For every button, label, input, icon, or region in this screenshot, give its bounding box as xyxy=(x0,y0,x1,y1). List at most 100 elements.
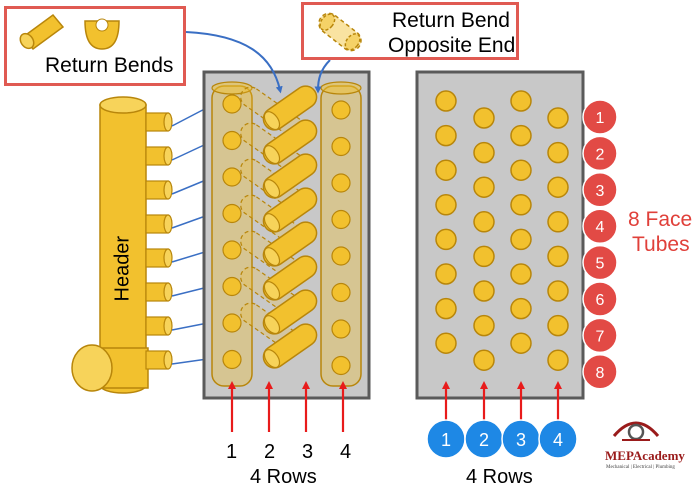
row-badge-number: 4 xyxy=(553,430,563,450)
face-tube-dot xyxy=(473,349,495,371)
front-return-bend xyxy=(262,289,318,335)
face-tube-dot xyxy=(473,280,495,302)
row-badge xyxy=(538,419,578,459)
face-tube-number: 6 xyxy=(596,292,605,309)
face-tube-dot xyxy=(510,124,532,147)
tube-end-row1 xyxy=(222,276,242,297)
row-arrows xyxy=(228,381,562,432)
tube-end-row4 xyxy=(331,355,351,376)
header-stub-end xyxy=(163,248,173,268)
right-tube-grid xyxy=(435,90,569,371)
front-bend-end xyxy=(263,315,281,335)
face-tube-dot xyxy=(435,90,457,112)
return-bend-opposite-line1: Return Bend xyxy=(392,9,510,32)
return-bend-u-icon xyxy=(84,18,120,50)
tube-end-row4 xyxy=(331,173,351,193)
front-bend-end xyxy=(263,349,281,369)
header-stub-end xyxy=(163,146,173,166)
face-tube-dot xyxy=(547,245,569,268)
face-tube-dot xyxy=(510,297,532,320)
header-stub-end xyxy=(163,282,173,302)
tube-end-row4 xyxy=(331,246,351,266)
face-tube-dot xyxy=(547,314,569,337)
face-tube-number: 3 xyxy=(596,183,605,200)
face-tube-badge xyxy=(582,135,618,172)
tube-end-row1 xyxy=(222,349,242,370)
face-tube-dot xyxy=(473,245,495,268)
face-tube-dot xyxy=(510,332,532,354)
tube-end-row1 xyxy=(222,313,242,333)
tube-end-row4 xyxy=(331,319,351,339)
face-tube-dot xyxy=(473,176,495,198)
face-tube-number: 2 xyxy=(596,146,605,163)
face-tube-dot xyxy=(510,90,532,112)
left-row-number-1: 1 xyxy=(226,441,238,463)
face-tube-dot xyxy=(510,228,532,251)
face-tube-number: 5 xyxy=(596,256,605,273)
face-tubes-line2: Tubes xyxy=(632,233,690,256)
face-tube-dot xyxy=(547,349,569,371)
face-tube-badge xyxy=(582,99,618,135)
header-stub-end xyxy=(163,180,173,200)
header-stub-end xyxy=(163,214,173,234)
left-row-number-2: 2 xyxy=(264,441,276,463)
tube-end-row1 xyxy=(222,130,242,151)
face-tube-dot xyxy=(435,228,457,251)
left-tube-bundle xyxy=(211,81,362,387)
face-tube-badge xyxy=(582,317,618,354)
front-return-bend xyxy=(262,187,318,233)
return-bends-title: Return Bends xyxy=(45,54,174,77)
face-tube-dot xyxy=(547,211,569,233)
face-tube-dot xyxy=(473,141,495,164)
logo-name: MEPAcademy xyxy=(605,448,685,463)
face-tube-badge xyxy=(582,354,618,390)
tube-end-row1 xyxy=(222,203,242,224)
return-bend-opposite-callout: Return Bend Opposite End xyxy=(301,2,519,60)
opposite-end-bend-icon xyxy=(318,12,362,52)
right-rows-label: 4 Rows xyxy=(466,466,533,488)
face-tube-dot xyxy=(473,314,495,337)
tube-end-row4 xyxy=(331,282,351,303)
face-tube-dot xyxy=(510,159,532,181)
header-stub-end xyxy=(163,112,173,132)
face-tubes-note: 8 Face Tubes xyxy=(628,207,692,257)
front-bend-end xyxy=(263,281,281,301)
header-stub-end xyxy=(163,316,173,336)
face-tube-badge xyxy=(582,281,618,317)
header-label: Header xyxy=(111,235,134,302)
front-return-bend xyxy=(262,119,318,165)
row-badge-number: 2 xyxy=(479,430,489,450)
face-tube-dot xyxy=(473,107,495,129)
tube-column-top xyxy=(211,81,253,95)
return-bend-pointer-arrow xyxy=(185,31,283,94)
face-tube-badge xyxy=(582,208,618,244)
face-tube-number: 1 xyxy=(596,110,605,127)
front-return-bend xyxy=(262,255,318,301)
tube-end-row1 xyxy=(222,167,242,187)
return-bend-icons xyxy=(19,13,120,51)
left-rows-label: 4 Rows xyxy=(250,466,317,488)
front-bend-end xyxy=(263,247,281,267)
front-return-bend xyxy=(262,221,318,267)
face-tube-badge xyxy=(582,172,618,208)
front-bend-end xyxy=(263,111,281,131)
front-bend-end xyxy=(263,213,281,233)
header-pipe xyxy=(71,96,149,394)
face-tube-dot xyxy=(435,263,457,285)
face-tube-dot xyxy=(435,194,457,216)
row-badge-number: 3 xyxy=(516,430,526,450)
front-return-bend xyxy=(262,323,318,369)
face-tube-dot xyxy=(510,194,532,216)
face-tube-dot xyxy=(547,107,569,129)
tube-end-row4 xyxy=(331,209,351,230)
return-bend-elbow-icon xyxy=(19,13,65,51)
left-row-number-4: 4 xyxy=(340,441,352,463)
face-tube-dot xyxy=(547,280,569,302)
opposite-bend-pointer-arrow xyxy=(314,59,331,94)
left-row-number-3: 3 xyxy=(302,441,314,463)
face-tube-badge xyxy=(582,244,618,281)
